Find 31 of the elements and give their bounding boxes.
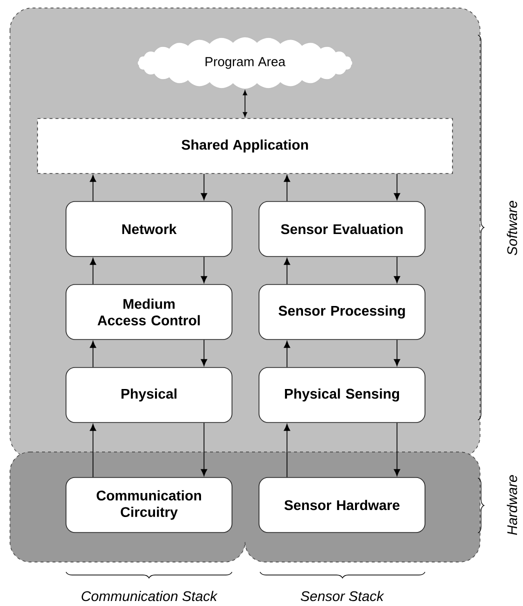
- arrow: [284, 174, 290, 202]
- arrow: [90, 258, 96, 284]
- brace-label: Sensor Stack: [300, 590, 384, 602]
- arrow: [90, 174, 96, 202]
- layer-box: Communication Circuitry: [66, 477, 232, 533]
- layer-box: Physical: [66, 367, 232, 423]
- arrow: [200, 174, 208, 200]
- arrow: [394, 422, 400, 476]
- brace-label: Hardware: [506, 475, 518, 535]
- arrow: [284, 340, 290, 368]
- arrow: [90, 340, 96, 368]
- arrow: [200, 256, 208, 284]
- application-box: Shared Application: [37, 118, 453, 174]
- brace-label: Communication Stack: [82, 590, 218, 602]
- arrow: [200, 422, 208, 476]
- layer-box: Sensor Hardware: [258, 477, 426, 533]
- layer-box: Network: [66, 201, 232, 257]
- arrow: [394, 256, 400, 284]
- arrow: [394, 340, 400, 366]
- arrow: [284, 258, 290, 284]
- layer-box: Sensor Processing: [258, 284, 426, 340]
- program-area-cloud: Program Area: [137, 36, 353, 90]
- arrow: [394, 174, 400, 200]
- arrow: [284, 424, 290, 478]
- layer-box: Sensor Evaluation: [258, 201, 426, 257]
- layer-box: Medium Access Control: [66, 284, 232, 340]
- arrow: [90, 424, 96, 478]
- brace-label: Software: [506, 200, 518, 256]
- layer-box: Physical Sensing: [258, 367, 426, 423]
- arrow: [242, 90, 248, 117]
- arrow: [200, 340, 208, 366]
